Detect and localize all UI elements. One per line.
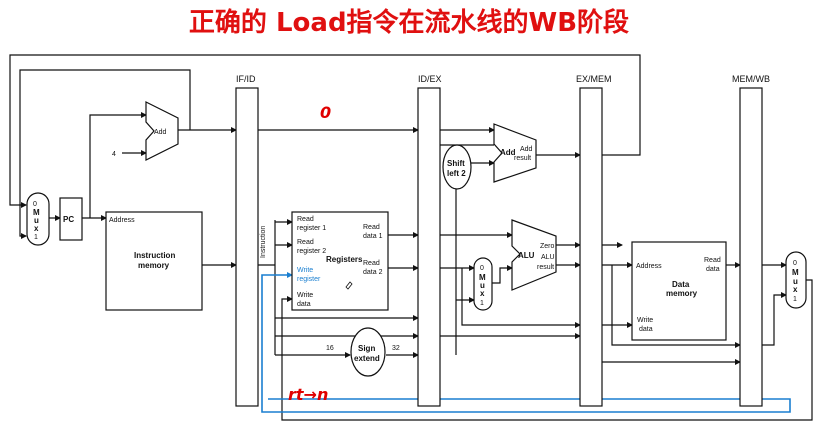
branch-adder	[493, 123, 537, 183]
pc-mux-char: u	[34, 216, 39, 225]
const-four: 4	[112, 151, 116, 158]
wb-mux-char: 0	[793, 260, 797, 267]
dmem-read: Read	[704, 257, 721, 264]
register-file	[291, 211, 389, 311]
reg-read-data1: Read	[363, 224, 380, 231]
wb-mux-char: u	[793, 277, 798, 286]
wb-mux-char: x	[793, 285, 798, 294]
alu-mux-text: 0 M u x 1	[479, 265, 486, 307]
shift-left-2	[442, 144, 472, 190]
alu-result: ALU	[541, 254, 555, 261]
pc-mux	[26, 192, 50, 246]
branch-adder-result: Add	[520, 146, 533, 153]
reg-read-reg1: Read	[297, 216, 314, 223]
shift-label: left 2	[447, 169, 466, 178]
reg-name: Registers	[326, 255, 363, 264]
reg-read-data2: Read	[363, 260, 380, 267]
pc-mux-char: 0	[33, 201, 37, 208]
wire-rd2-exmem	[461, 268, 581, 328]
pc-mux-char: 1	[34, 234, 38, 241]
reg-read-data2: data 2	[363, 269, 383, 276]
alu-mux-char: 0	[480, 265, 484, 272]
instruction-memory	[105, 211, 203, 311]
annotation-zero: 0	[320, 103, 331, 122]
stage-label-exmem: EX/MEM	[576, 74, 612, 84]
wire-writeback-data	[281, 279, 813, 421]
branch-adder-label: Add	[500, 148, 516, 157]
stage-label-memwb: MEM/WB	[732, 74, 770, 84]
reg-read-reg1: register 1	[297, 225, 326, 232]
dmem-name: memory	[666, 289, 698, 298]
sign-extend	[350, 327, 386, 377]
pc-adder	[145, 101, 179, 161]
stage-label-ifid: IF/ID	[236, 74, 256, 84]
reg-write-data: data	[297, 301, 311, 308]
alu-result: result	[537, 264, 554, 271]
sign-extend-label: extend	[354, 354, 380, 363]
wb-mux	[785, 251, 807, 309]
alu-mux	[473, 257, 493, 311]
pc-register	[59, 197, 83, 241]
alu	[511, 219, 557, 291]
wire-pc4-loop	[19, 69, 191, 239]
branch-adder-result: result	[514, 155, 531, 162]
wire-memwb-mux-1	[762, 292, 787, 346]
alu-mux-char: M	[479, 273, 486, 282]
instruction-bus-label: Instruction	[260, 226, 267, 258]
pc-mux-char: x	[34, 224, 39, 233]
wb-mux-char: 1	[793, 296, 797, 303]
wire-addr-bypass	[611, 265, 741, 348]
stage-label-idex: ID/EX	[418, 74, 442, 84]
pc-adder-label: Add	[154, 129, 167, 136]
pc-mux-char: M	[33, 208, 40, 217]
alu-mux-char: u	[480, 281, 485, 290]
alu-mux-char: 1	[480, 300, 484, 307]
alu-label: ALU	[518, 251, 535, 260]
dmem-name: Data	[672, 280, 690, 289]
ifid-register	[235, 87, 259, 407]
reg-write-reg: Write	[297, 267, 313, 274]
reg-write-data: Write	[297, 292, 313, 299]
reg-read-data1: data 1	[363, 233, 383, 240]
imem-name: memory	[138, 261, 170, 270]
reg-read-reg2: Read	[297, 239, 314, 246]
sign-extend-label: Sign	[358, 344, 375, 353]
alu-zero: Zero	[540, 243, 555, 250]
wire-write-register-path	[261, 272, 791, 413]
imem-address-label: Address	[109, 217, 135, 224]
dmem-write: Write	[637, 317, 653, 324]
pc-label: PC	[63, 215, 74, 224]
dmem-read: data	[706, 266, 720, 273]
sign-extend-in: 16	[326, 345, 334, 352]
data-memory	[631, 241, 727, 341]
imem-name: Instruction	[134, 251, 175, 260]
reg-read-reg2: register 2	[297, 248, 326, 255]
exmem-register	[579, 87, 603, 407]
dmem-address: Address	[636, 263, 662, 270]
wb-mux-text: 0 M u x 1	[792, 260, 799, 303]
wire-branch-target-loop	[9, 54, 641, 208]
dmem-write: data	[639, 326, 653, 333]
reg-write-reg: register	[297, 276, 321, 283]
wire-pc-add	[89, 112, 147, 218]
pc-mux-text: 0 M u x 1	[33, 201, 40, 241]
page-title: 正确的 Load指令在流水线的WB阶段	[188, 8, 630, 38]
wires	[9, 54, 813, 421]
annotation-rt: rt→n	[288, 385, 328, 404]
alu-mux-char: x	[480, 289, 485, 298]
wb-mux-char: M	[792, 268, 799, 277]
sign-extend-out: 32	[392, 345, 400, 352]
wire-mux-alu	[492, 265, 513, 284]
idex-register	[417, 87, 441, 407]
reg-mark	[345, 281, 353, 290]
shift-label: Shift	[447, 159, 465, 168]
memwb-register	[739, 87, 763, 407]
pipeline-registers	[235, 87, 763, 407]
